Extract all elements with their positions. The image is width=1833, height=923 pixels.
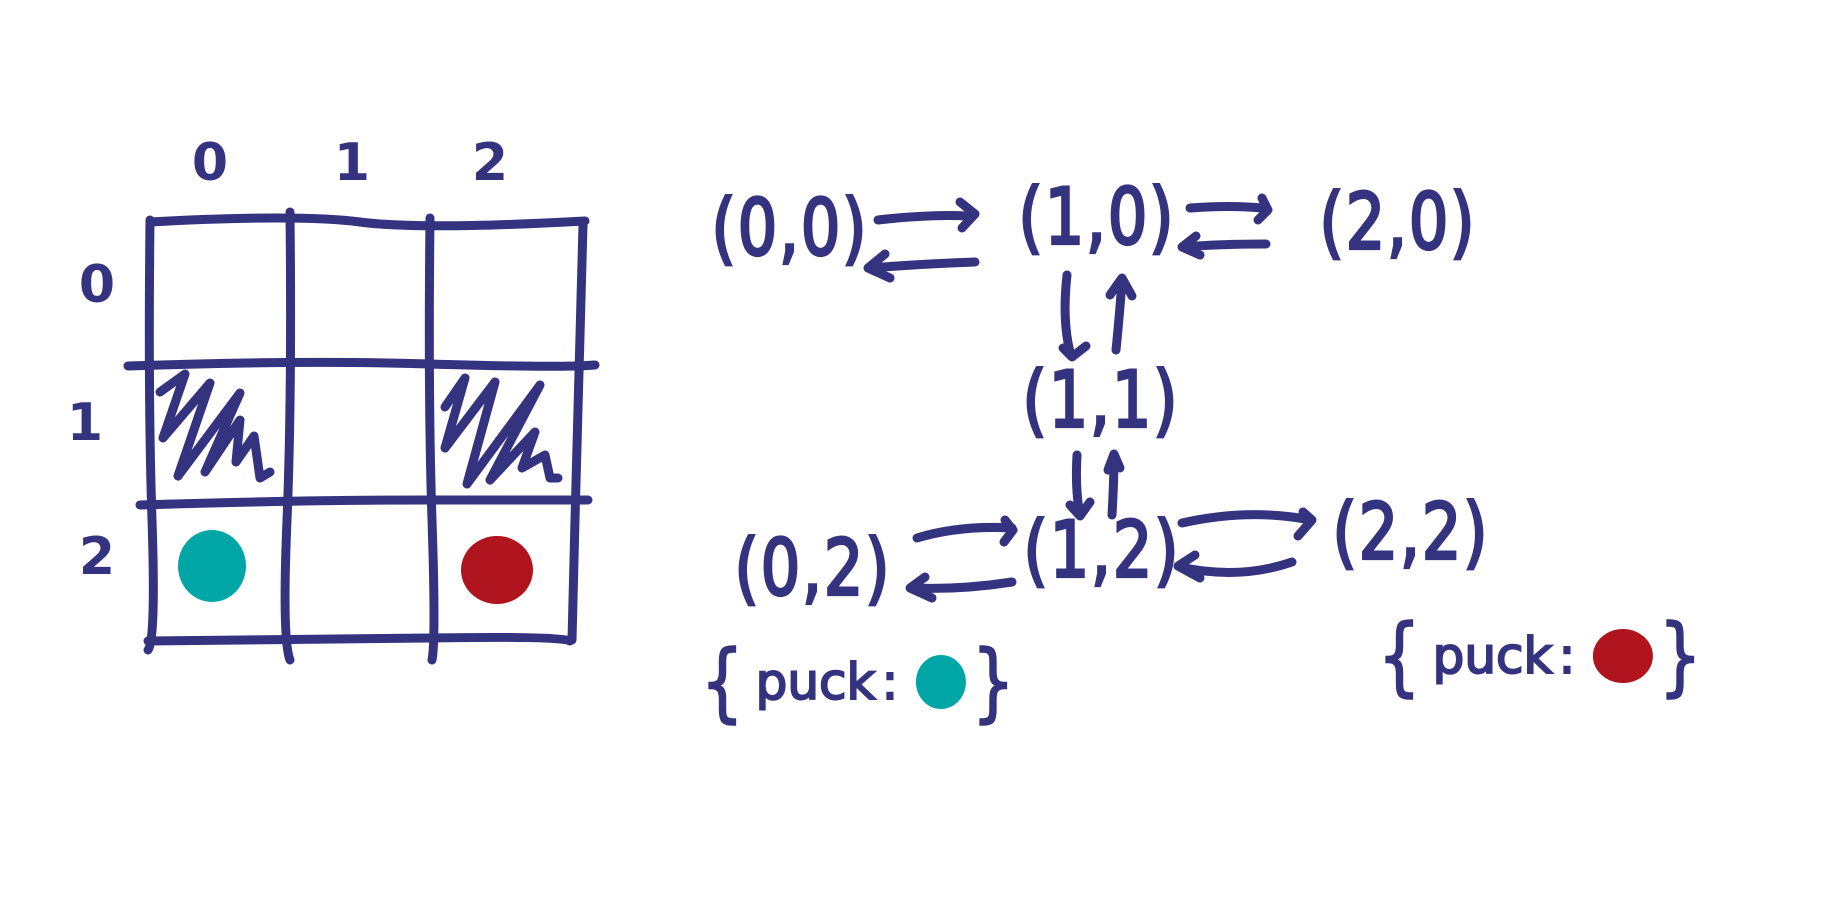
arrowhead-left-icon [1177, 231, 1205, 260]
arrowhead-left-icon [1173, 550, 1205, 583]
grid-line-bottom [143, 632, 575, 646]
graph-node-1-0: (1,0) [1017, 170, 1176, 262]
colon: : [881, 653, 900, 711]
arrowhead-left-icon [863, 249, 895, 283]
graph-node-1-2: (1,2) [1022, 503, 1181, 595]
grid-row-label-2: 2 [78, 527, 116, 587]
edge-02-to-12 [912, 522, 1017, 543]
arrowhead-right-icon [1253, 193, 1273, 225]
edge-10-to-11 [1060, 270, 1075, 357]
arrowhead-down-icon [1058, 341, 1091, 362]
grid-line-col1 [280, 207, 296, 665]
grid-row-label-1: 1 [66, 393, 104, 453]
graph-node-2-2: (2,2) [1331, 485, 1490, 577]
puck-annotation-red: { puck : } [1372, 606, 1708, 706]
puck-annotation-teal: { puck : } [695, 632, 1021, 732]
grid-line-right [567, 220, 588, 645]
edge-10-to-20 [1185, 202, 1267, 213]
grid-column-label-0: 0 [191, 133, 229, 193]
graph-node-2-0: (2,0) [1318, 175, 1477, 267]
arrowhead-up-icon [1103, 449, 1125, 475]
puck-key: puck [1432, 627, 1554, 685]
edge-20-to-10 [1178, 239, 1271, 252]
blocked-cell-hatch-2-1 [440, 373, 563, 489]
open-brace: { [700, 632, 745, 732]
grid-line-row2 [135, 495, 593, 510]
grid-row-label-0: 0 [78, 255, 116, 315]
arrowhead-right-icon [999, 515, 1018, 547]
red-puck-in-grid [461, 536, 533, 604]
grid-line-col2 [424, 213, 439, 665]
arrowhead-up-icon [1105, 273, 1137, 301]
arrowhead-down-icon [1065, 497, 1095, 521]
edge-10-to-00 [865, 257, 980, 273]
graph-node-0-2: (0,2) [733, 521, 892, 613]
edge-12-to-22 [1177, 510, 1315, 528]
edge-12-to-02 [907, 577, 1017, 593]
colon: : [1558, 627, 1577, 685]
grid-column-label-2: 2 [471, 133, 509, 193]
graph-node-1-1: (1,1) [1021, 353, 1180, 445]
graph-edges [863, 193, 1317, 603]
graph-node-0-0: (0,0) [710, 181, 869, 273]
arrowhead-right-icon [1293, 507, 1317, 541]
teal-puck-in-grid [178, 530, 246, 602]
puck-key: puck [755, 653, 877, 711]
arrowhead-right-icon [955, 197, 980, 233]
grid-line-left [143, 215, 158, 655]
teal-puck-icon [916, 655, 967, 709]
red-puck-icon [1593, 629, 1654, 683]
edge-00-to-10 [873, 211, 973, 225]
arrowhead-left-icon [905, 572, 937, 603]
grid-line-row1 [123, 357, 600, 371]
grid [123, 207, 600, 665]
grid-column-label-1: 1 [333, 133, 371, 193]
open-brace: { [1377, 606, 1422, 706]
close-brace: } [971, 632, 1016, 732]
blocked-cell-hatch-0-1 [155, 369, 275, 483]
grid-line-top [145, 213, 590, 231]
edge-22-to-12 [1175, 557, 1297, 577]
close-brace: } [1658, 606, 1703, 706]
